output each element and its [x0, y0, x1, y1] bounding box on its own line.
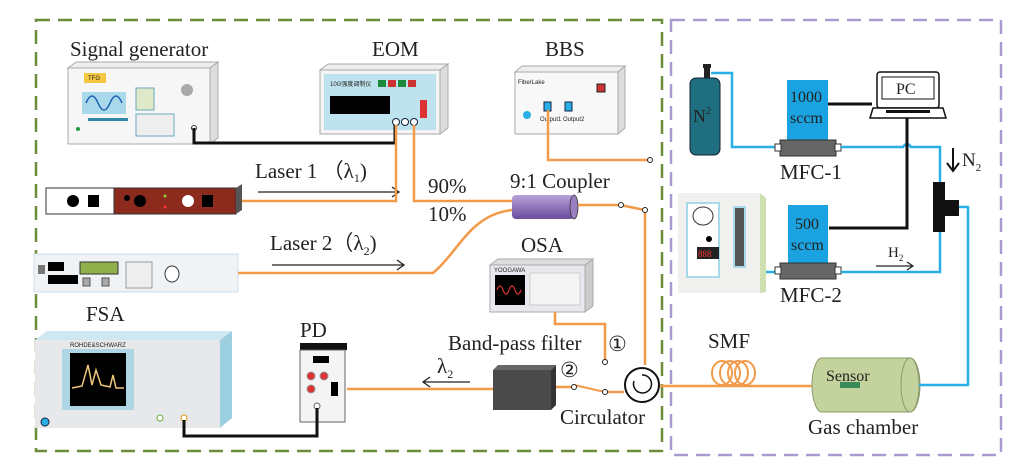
- lambda2-arrow: [421, 376, 470, 388]
- siggen-brand: TFG: [88, 76, 100, 82]
- mfc2-rate: 500: [795, 216, 819, 233]
- eom-panel-text: 10G强度调制仪: [330, 80, 371, 88]
- coupler-device: [512, 194, 579, 220]
- mfc2-unit: sccm: [791, 237, 824, 254]
- laser2-label: Laser 2（λ2): [270, 231, 377, 258]
- fsa-label: FSA: [86, 302, 125, 326]
- laser1-fiber: [242, 125, 398, 203]
- h2-flow-arrow: [876, 261, 915, 271]
- mfc1-label: MFC-1: [780, 160, 842, 184]
- n2-flow-label: N2: [962, 150, 981, 174]
- chamber-gas-line: [919, 205, 970, 387]
- mfc1-outlet-line: [841, 142, 942, 182]
- pc-mfc2-cable: [829, 118, 909, 230]
- bbs-device: FiberLake Output1 Output2: [513, 64, 627, 136]
- photodetector-device: [299, 343, 347, 423]
- laser2-fiber: [238, 208, 513, 275]
- mfc2-outlet-line: [841, 232, 942, 274]
- bandpass-filter-device: [493, 365, 556, 410]
- switch-contact: [602, 389, 608, 395]
- n2-cylinder-label: N2: [693, 106, 711, 126]
- laser2-arrow: [272, 259, 406, 271]
- eom-label: EOM: [372, 37, 419, 61]
- bbs-fiber: [546, 110, 648, 162]
- ratio-10-label: 10%: [428, 202, 467, 226]
- circulator-label: Circulator: [560, 405, 645, 429]
- n2-cylinder-device: [689, 64, 721, 156]
- t-connector-icon: [933, 182, 959, 232]
- lambda2-label: λ2: [437, 354, 453, 381]
- port1-label: ①: [608, 332, 627, 356]
- osa-label: OSA: [521, 233, 564, 257]
- laser1-arrow: [258, 186, 401, 198]
- mfc2-device: [774, 205, 842, 280]
- laser1-device: [45, 184, 242, 215]
- gas-system-box: [669, 18, 1003, 457]
- sensor-icon: [840, 382, 860, 388]
- fsa-brand: ROHDE&SCHWARZ: [70, 343, 126, 349]
- optical-system-box: [34, 18, 664, 453]
- eom-device: 10G强度调制仪: [318, 63, 450, 135]
- osa-fiber: [553, 312, 607, 360]
- pd-to-fsa-cable: [182, 408, 319, 438]
- bandpass-label: Band-pass filter: [448, 331, 582, 355]
- n2-gas-line: [711, 71, 781, 149]
- mfc1-rate: 1000: [790, 89, 822, 106]
- fsa-device: ROHDE&SCHWARZ: [35, 331, 232, 428]
- bbs-label: BBS: [545, 37, 585, 61]
- pd-label: PD: [300, 318, 327, 342]
- switch-contact: [618, 202, 624, 208]
- laser1-label: Laser 1 （λ1): [255, 159, 367, 185]
- bbs-output1: Output1: [540, 117, 562, 123]
- signal-generator-label: Signal generator: [70, 37, 208, 61]
- sensor-label: Sensor: [826, 368, 870, 385]
- n2-flow-arrow: [946, 148, 960, 173]
- switch-contact: [647, 157, 653, 163]
- osa-device: YOOGAWA: [488, 258, 595, 313]
- bbs-output2: Output2: [563, 117, 585, 123]
- port2-label: ②: [560, 358, 579, 382]
- signal-generator-device: TFG: [66, 61, 220, 145]
- eom-to-coupler-fiber: [412, 125, 512, 203]
- fiber-coil-icon: [711, 360, 756, 386]
- switch-arm: [573, 384, 606, 393]
- pc-laptop-icon: [868, 71, 948, 119]
- gas-chamber-label: Gas chamber: [808, 415, 918, 439]
- pc-label: PC: [896, 81, 916, 98]
- switch-contact: [602, 359, 608, 365]
- coupler-label: 9:1 Coupler: [510, 169, 610, 193]
- h2-generator-device: 888: [678, 193, 766, 293]
- mfc2-label: MFC-2: [780, 283, 842, 307]
- ratio-90-label: 90%: [428, 174, 467, 198]
- osa-brand: YOOGAWA: [494, 268, 525, 274]
- coupler-output-fiber: [578, 203, 647, 365]
- switch-contact: [571, 384, 577, 390]
- bbs-brand: FiberLake: [518, 80, 545, 86]
- gas-chamber-device: [811, 357, 921, 413]
- mfc1-device: [774, 80, 842, 157]
- circulator-icon: [624, 367, 660, 403]
- mfc1-unit: sccm: [790, 110, 823, 127]
- h2gen-display: 888: [698, 249, 712, 259]
- laser2-device: [33, 253, 239, 293]
- switch-contact: [642, 207, 648, 213]
- h2-flow-label: H2: [888, 245, 903, 263]
- smf-label: SMF: [708, 329, 750, 353]
